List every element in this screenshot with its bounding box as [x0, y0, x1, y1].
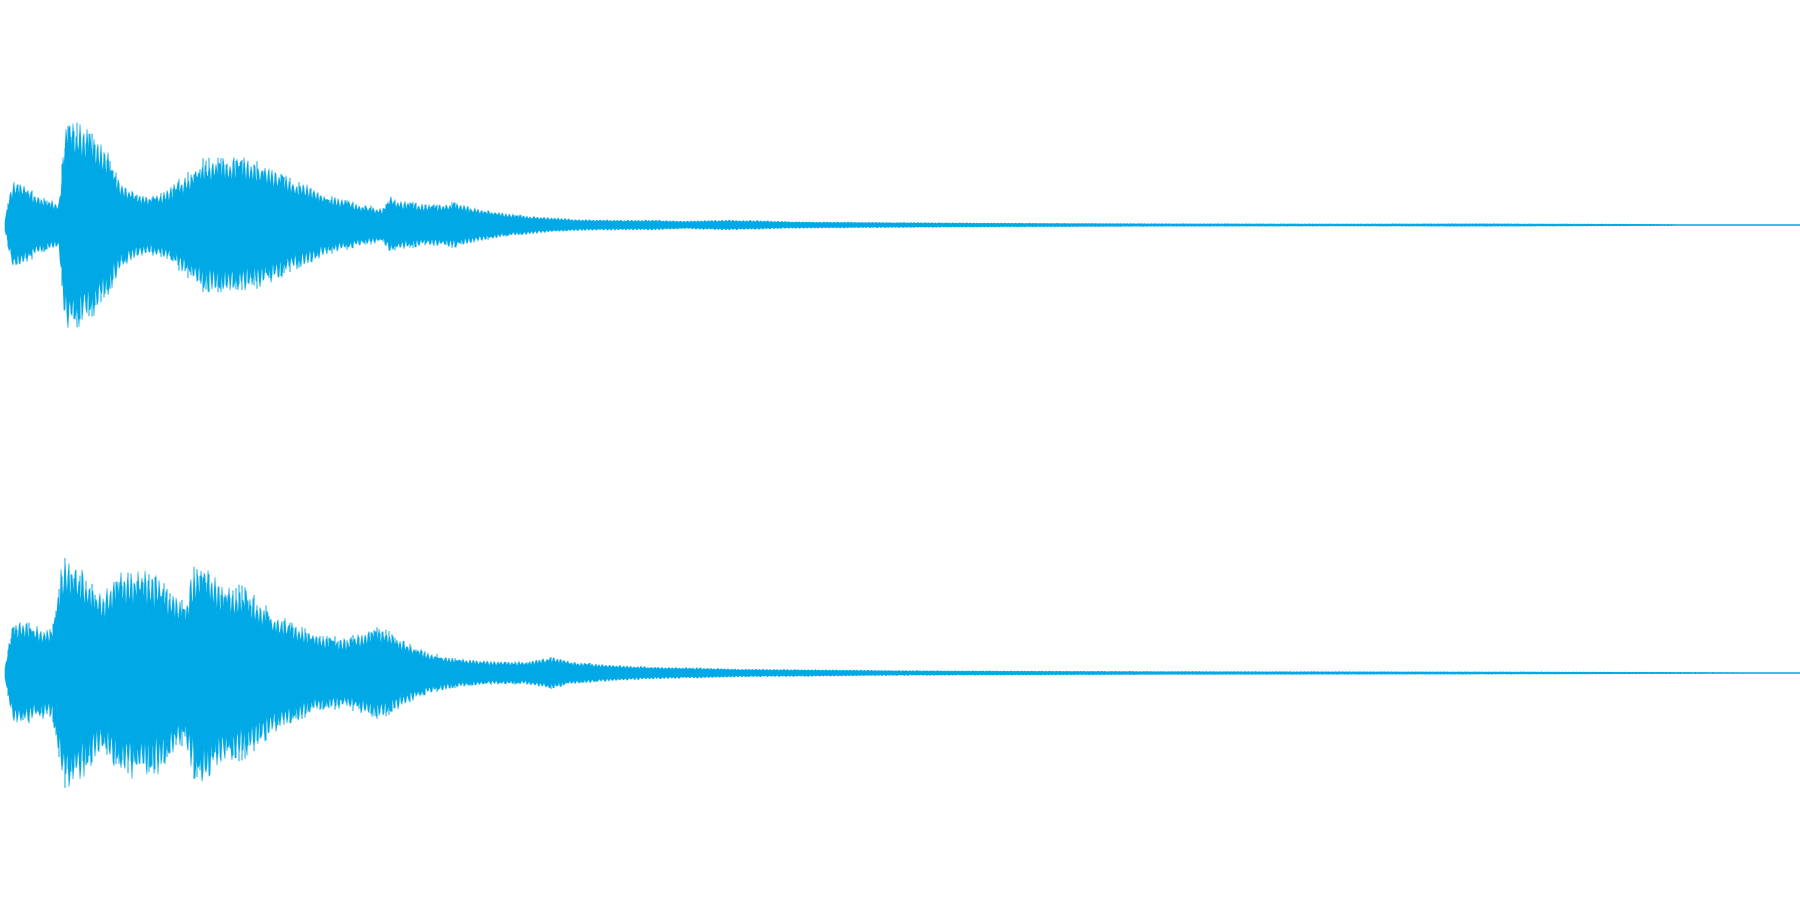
waveform-right-envelope	[4, 558, 1800, 787]
channel-right-waveform[interactable]	[4, 558, 1800, 788]
channel-left-waveform[interactable]	[4, 122, 1800, 328]
waveform-left-envelope	[4, 123, 1800, 328]
